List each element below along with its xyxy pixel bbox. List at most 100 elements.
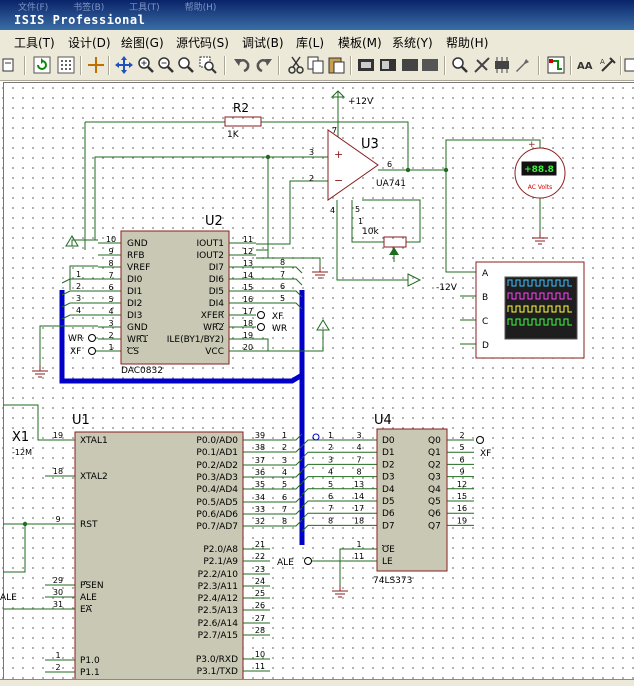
decompose-icon[interactable] bbox=[512, 55, 532, 75]
page-icon[interactable] bbox=[0, 55, 20, 75]
toolbar-separator bbox=[538, 56, 540, 75]
grid-icon[interactable] bbox=[56, 55, 76, 75]
u1-bus-label: 4 bbox=[282, 468, 287, 477]
u3-pin-4: 4 bbox=[330, 206, 335, 215]
u4-bus-entry bbox=[301, 451, 340, 459]
junction-dot bbox=[405, 167, 411, 173]
u1-pin-name: XTAL1 bbox=[80, 436, 108, 446]
r2-body bbox=[224, 116, 262, 127]
u2-right-bus-entry bbox=[256, 278, 303, 286]
toolbar-separator bbox=[80, 56, 82, 75]
undo-icon[interactable] bbox=[232, 55, 252, 75]
menu-source[interactable]: 源代码(S) bbox=[176, 36, 229, 50]
packaging-icon[interactable] bbox=[492, 55, 512, 75]
u1-pin-num: 19 bbox=[53, 431, 63, 440]
u4-pin-name: Q1 bbox=[428, 448, 441, 458]
refresh-icon[interactable] bbox=[32, 55, 52, 75]
u4-pin-num: 11 bbox=[354, 552, 364, 561]
zoom-in-icon[interactable] bbox=[136, 55, 156, 75]
u2-bus-label: 5 bbox=[280, 294, 285, 303]
voltmeter-label: AC Volts bbox=[528, 184, 553, 191]
u1-pin-name: P0.1/AD1 bbox=[196, 448, 238, 458]
u2-bus-label: 2 bbox=[76, 282, 81, 291]
menu-debug[interactable]: 调试(B) bbox=[242, 36, 284, 50]
u4-pin-num: 12 bbox=[457, 480, 467, 489]
u2-pin-name: DI7 bbox=[209, 263, 224, 273]
zoom-all-icon[interactable] bbox=[176, 55, 196, 75]
u2-pin-num: 10 bbox=[106, 235, 116, 244]
wire-autorouter-icon[interactable] bbox=[546, 55, 566, 75]
u1-body bbox=[74, 431, 244, 679]
u4-xf-terminal bbox=[476, 436, 484, 444]
cut-icon[interactable] bbox=[286, 55, 306, 75]
property-tool-icon[interactable]: A bbox=[598, 55, 618, 75]
u1-pin-name: P0.6/AD6 bbox=[196, 510, 238, 520]
u1-bus-label: 5 bbox=[282, 480, 287, 489]
r2-value: 1K bbox=[227, 130, 240, 140]
u2-gnd-wire bbox=[71, 239, 98, 246]
u2-vref-terminal bbox=[65, 235, 79, 247]
junction-dot bbox=[22, 521, 28, 527]
block-rotate-icon[interactable] bbox=[400, 55, 420, 75]
zoom-area-icon[interactable] bbox=[198, 55, 218, 75]
u4-ale-label: ALE bbox=[277, 558, 294, 568]
paste-icon[interactable] bbox=[326, 55, 346, 75]
block-copy-icon[interactable] bbox=[356, 55, 376, 75]
menu-design[interactable]: 设计(D) bbox=[68, 36, 111, 50]
u2-pin-name: RFB bbox=[127, 251, 145, 261]
u1-pin-num: 39 bbox=[255, 431, 265, 440]
rst-cap-wire bbox=[3, 524, 26, 573]
u3-minus-wire bbox=[256, 180, 328, 245]
u1-bus-label: 1 bbox=[282, 431, 287, 440]
ghost-menu-item: 文件(F) bbox=[18, 3, 49, 13]
u4-pin-num: 8 bbox=[356, 468, 361, 477]
u1-pin-name: P0.3/AD3 bbox=[196, 473, 238, 483]
block-delete-icon[interactable] bbox=[420, 55, 440, 75]
menu-template[interactable]: 模板(M) bbox=[338, 36, 382, 50]
u3-pin-7: 7 bbox=[332, 126, 337, 135]
block-move-icon[interactable] bbox=[378, 55, 398, 75]
u2-pin-name: WR1 bbox=[127, 335, 148, 345]
toolbar-separator bbox=[570, 56, 572, 75]
scope-a-wire bbox=[445, 170, 476, 273]
menu-library[interactable]: 库(L) bbox=[296, 36, 325, 50]
netlist-icon[interactable] bbox=[624, 55, 634, 75]
u4-pin-num: 7 bbox=[356, 455, 361, 464]
pan-icon[interactable] bbox=[114, 55, 134, 75]
menu-system[interactable]: 系统(Y) bbox=[392, 36, 433, 50]
u2-pin-name: DI0 bbox=[127, 275, 143, 285]
voltmeter-display: +88.8 bbox=[524, 165, 554, 175]
u4-bus-label: 2 bbox=[328, 443, 333, 452]
u2-pin-num: 15 bbox=[243, 283, 253, 292]
zoom-out-icon[interactable] bbox=[156, 55, 176, 75]
make-device-icon[interactable] bbox=[472, 55, 492, 75]
power-terminal bbox=[330, 90, 346, 105]
u4-ref: U4 bbox=[374, 413, 392, 428]
u4-pin-num: 13 bbox=[354, 480, 364, 489]
search-tag-icon[interactable]: AA bbox=[576, 55, 596, 75]
u4-pin-num: 19 bbox=[457, 516, 467, 525]
copy-icon[interactable] bbox=[306, 55, 326, 75]
u1-pin-name: P2.4/A12 bbox=[198, 594, 238, 604]
bus-entry-marker bbox=[312, 433, 320, 441]
menu-graph[interactable]: 绘图(G) bbox=[121, 36, 164, 50]
u4-pin-name: D7 bbox=[382, 521, 395, 531]
menu-help[interactable]: 帮助(H) bbox=[446, 36, 489, 50]
u4-pin-name: Q3 bbox=[428, 473, 441, 483]
wires bbox=[3, 105, 541, 673]
vee-label: -12V bbox=[436, 283, 458, 293]
ghost-menu-item: 工具(T) bbox=[129, 3, 160, 13]
redo-icon[interactable] bbox=[254, 55, 274, 75]
xf-terminal bbox=[88, 347, 96, 355]
u2-bus-entry-2 bbox=[61, 290, 98, 296]
u3-pin-1: 1 bbox=[358, 217, 363, 226]
menu-tools[interactable]: 工具(T) bbox=[14, 36, 55, 50]
origin-icon[interactable] bbox=[86, 55, 106, 75]
u4-bus-label: 8 bbox=[328, 516, 333, 525]
u4-pin-name: Q2 bbox=[428, 460, 441, 470]
pick-device-icon[interactable] bbox=[450, 55, 470, 75]
u4-pin-name: D6 bbox=[382, 509, 395, 519]
u4-ale-terminal bbox=[304, 557, 312, 565]
u1-pin-name: P3.0/RXD bbox=[196, 655, 238, 665]
